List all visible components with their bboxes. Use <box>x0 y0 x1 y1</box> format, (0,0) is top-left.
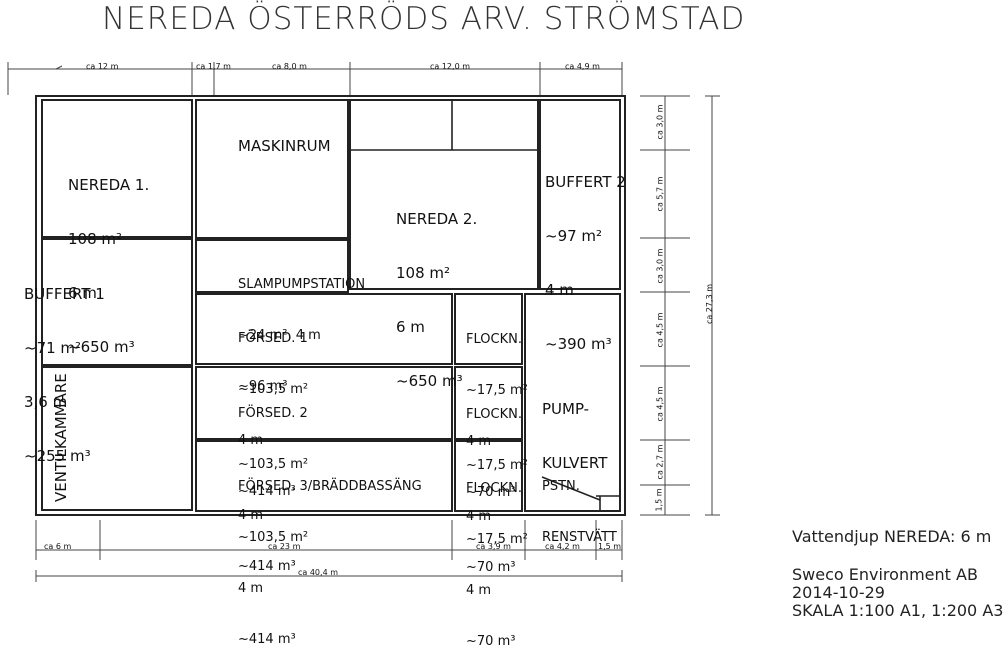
nereda1-name: NEREDA 1. <box>68 176 150 194</box>
dim-top-4: ca 12,0 m <box>430 62 470 71</box>
company-note: Sweco Environment AB <box>792 565 978 584</box>
slam-name: SLAMPUMPSTATION <box>238 277 366 292</box>
forsed1-name: FÖRSED. 1 <box>238 331 308 346</box>
flock2-depth: 4 m <box>466 509 492 524</box>
room-nereda-1: NEREDA 1. 108 m² 6 m ~650 m³ <box>68 140 149 374</box>
dim-bottom-5: 1,5 m <box>598 542 622 551</box>
room-forsed-1: FÖRSED. 1 ~103,5 m² 4 m ~414 m³ <box>238 296 308 517</box>
nereda2-area: 108 m² <box>396 264 451 282</box>
buffert2-depth: 4 m <box>545 281 574 299</box>
dim-top-5: ca 4,9 m <box>565 62 600 71</box>
forsed2-volume: ~414 m³ <box>238 559 296 574</box>
forsed2-depth: 4 m <box>238 508 264 523</box>
nereda1-area: 108 m² <box>68 230 123 248</box>
flock1-area: ~17,5 m² <box>466 383 528 398</box>
flock3-area: ~17,5 m² <box>466 532 528 547</box>
forsed2-name: FÖRSED. 2 <box>238 406 308 421</box>
dim-bottom-total: ca 40,4 m <box>298 568 338 577</box>
forsed1-depth: 4 m <box>238 433 264 448</box>
dim-right-6: ca 2,7 m <box>655 444 665 480</box>
buffert2-area: ~97 m² <box>545 227 603 245</box>
room-flockn-3: FLOCKN. ~17,5 m² 4 m ~70 m³ <box>466 446 528 667</box>
forsed2-area: ~103,5 m² <box>238 457 309 472</box>
flock3-volume: ~70 m³ <box>466 634 516 649</box>
page-title: NEREDA ÖSTERRÖDS ARV. STRÖMSTAD <box>102 1 746 37</box>
slam-area: ~24 m², 4 m <box>238 328 321 343</box>
room-slampumpstation: SLAMPUMPSTATION ~24 m², 4 m ~96 m³ <box>238 242 365 412</box>
buffert1-name: BUFFERT 1 <box>24 285 105 303</box>
flock2-volume: ~70 m³ <box>466 560 516 575</box>
forsed3-volume: ~414 m³ <box>238 632 296 647</box>
forsed3-depth: 4 m <box>238 581 264 596</box>
room-buffert-2: BUFFERT 2 ~97 m² 4 m ~390 m³ <box>545 137 626 371</box>
buffert2-name: BUFFERT 2 <box>545 173 626 191</box>
flock1-volume: ~70 m³ <box>466 485 516 500</box>
forsed3-name: FÖRSED. 3/BRÄDDBASSÄNG <box>238 479 422 494</box>
room-pstn-renstvatt: PSTN. RENSTVÄTT <box>542 444 617 563</box>
buffert1-depth: 3,6 m <box>24 393 68 411</box>
buffert1-volume: ~255 m³ <box>24 447 91 465</box>
room-flockn-1: FLOCKN. ~17,5 m² 4 m ~70 m³ <box>466 297 528 518</box>
dim-right-4: ca 4,5 m <box>655 312 665 348</box>
floor-plan-drawing <box>7 62 720 582</box>
dim-top-2: ca 1,7 m <box>196 62 231 71</box>
nereda1-depth: 6 m <box>68 284 97 302</box>
buffert2-volume: ~390 m³ <box>545 335 612 353</box>
flock2-area: ~17,5 m² <box>466 458 528 473</box>
room-forsed-2: FÖRSED. 2 ~103,5 m² 4 m ~414 m³ <box>238 371 308 592</box>
pump-line-2: KULVERT <box>542 454 608 472</box>
flock1-depth: 4 m <box>466 434 492 449</box>
dim-top-3: ca 8,0 m <box>272 62 307 71</box>
forsed1-volume: ~414 m³ <box>238 484 296 499</box>
flock1-name: FLOCKN. <box>466 332 522 347</box>
room-maskinrum: MASKINRUM <box>238 137 331 155</box>
buffert1-area: ~71 m² <box>24 339 82 357</box>
flock2-name: FLOCKN. <box>466 407 522 422</box>
forsed3-area: ~103,5 m² <box>238 530 309 545</box>
dim-bottom-2: ca 23 m <box>268 542 301 551</box>
dim-right-5: ca 4,5 m <box>655 386 665 422</box>
room-flockn-2: FLOCKN. ~17,5 m² 4 m ~70 m³ <box>466 372 528 593</box>
dim-right-2: ca 5,7 m <box>655 176 665 212</box>
dim-bottom-1: ca 6 m <box>44 542 72 551</box>
dim-right-total: ca 27,3 m <box>705 284 714 324</box>
room-buffert-1: BUFFERT 1 ~71 m² 3,6 m ~255 m³ <box>24 249 105 483</box>
flock3-name: FLOCKN. <box>466 481 522 496</box>
dim-right-3: ca 3,0 m <box>655 248 665 284</box>
date-note: 2014-10-29 <box>792 583 885 602</box>
room-pumpkulvert: PUMP- KULVERT <box>542 364 607 490</box>
flock3-depth: 4 m <box>466 583 492 598</box>
room-forsed-3: FÖRSED. 3/BRÄDDBASSÄNG ~103,5 m² 4 m ~41… <box>238 444 422 665</box>
dim-top-1: ca 12 m <box>86 62 119 71</box>
pump-line-1: PUMP- <box>542 400 590 418</box>
forsed1-area: ~103,5 m² <box>238 382 309 397</box>
dim-bottom-4: ca 4,2 m <box>545 542 580 551</box>
dim-right-1: ca 3,0 m <box>655 104 665 140</box>
pstn-line-1: PSTN. <box>542 479 580 494</box>
dim-bottom-3: ca 3,9 m <box>476 542 511 551</box>
scale-note: SKALA 1:100 A1, 1:200 A3 <box>792 601 1003 620</box>
nereda1-volume: ~650 m³ <box>68 338 135 356</box>
room-ventilkammare: VENTILKAMMARE <box>52 373 70 502</box>
dim-right-7: 1,5 m <box>654 488 664 512</box>
nereda2-name: NEREDA 2. <box>396 210 478 228</box>
room-nereda-2: NEREDA 2. 108 m² 6 m ~650 m³ <box>396 174 477 408</box>
nereda2-depth: 6 m <box>396 318 425 336</box>
nereda2-volume: ~650 m³ <box>396 372 463 390</box>
slam-volume: ~96 m³ <box>238 379 288 394</box>
pstn-line-2: RENSTVÄTT <box>542 530 617 545</box>
water-depth-note: Vattendjup NEREDA: 6 m <box>792 527 992 546</box>
